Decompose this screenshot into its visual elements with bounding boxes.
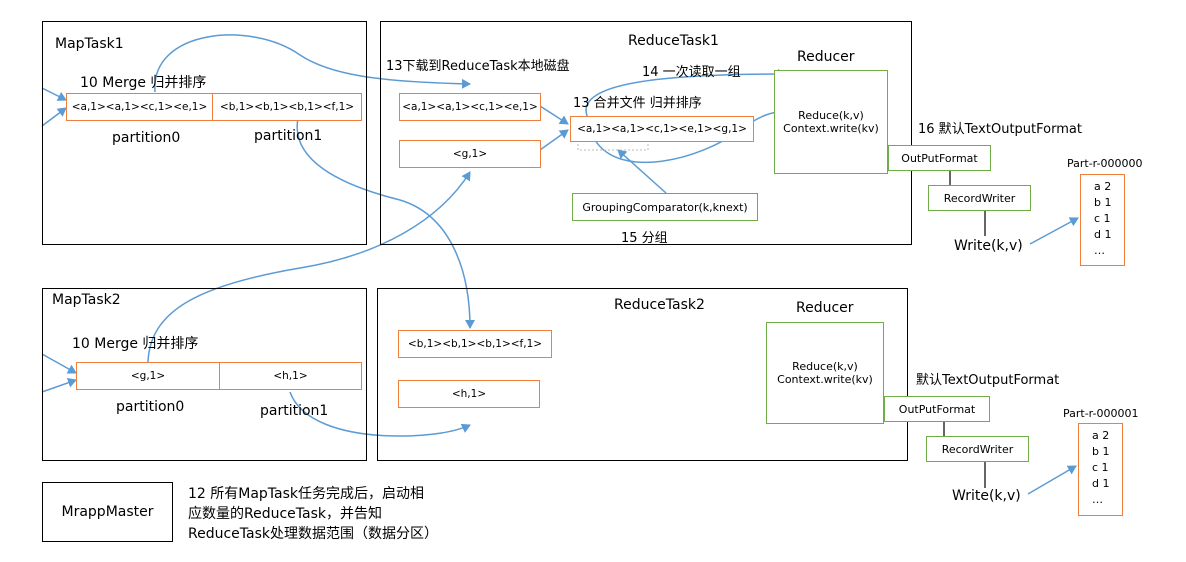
mrappmaster-note: 12 所有MapTask任务完成后，启动相 应数量的ReduceTask，并告知…	[188, 484, 438, 544]
output2-line: …	[1092, 493, 1103, 506]
arrow-write-to-file2	[1027, 465, 1077, 495]
maptask2-partition1-cell: <h,1>	[219, 362, 362, 390]
mrappmaster-note-line2: 应数量的ReduceTask，并告知	[188, 506, 382, 522]
maptask1-title: MapTask1	[55, 36, 124, 52]
arrow-write-to-file1	[1029, 217, 1079, 245]
output1-write-label: Write(k,v)	[954, 238, 1023, 254]
maptask2-partition0-label: partition0	[116, 399, 185, 415]
reducetask2-reduce-line1: Reduce(k,v)	[792, 360, 858, 373]
maptask2-title: MapTask2	[52, 292, 121, 308]
arrow-left-in-4	[41, 377, 77, 393]
reducetask1-download-label: 13下载到ReduceTask本地磁盘	[386, 59, 570, 74]
maptask1-partition0-cell: <a,1><a,1><c,1><e,1>	[66, 93, 213, 121]
reducetask2-reducer-title: Reducer	[796, 300, 854, 316]
arrow-a-to-merged	[539, 105, 569, 125]
output2-line: d 1	[1092, 477, 1110, 490]
arrow-left-in-2	[41, 107, 67, 127]
maptask2-merge-label: 10 Merge 归并排序	[72, 336, 199, 352]
maptask1-merge-label: 10 Merge 归并排序	[80, 75, 207, 91]
output1-outputformat-box: OutPutFormat	[888, 145, 991, 171]
reducetask1-read-label: 14 一次读取一组	[642, 65, 741, 80]
arrow-p1-mt1-to-rt2	[296, 117, 475, 329]
maptask2-partition0-cell: <g,1>	[76, 362, 220, 390]
output2-write-label: Write(k,v)	[952, 488, 1021, 504]
reducetask1-reducer-box: Reduce(k,v) Context.write(kv)	[774, 70, 888, 174]
maptask1-partition0-label: partition0	[112, 130, 181, 146]
reducetask1-merge-label: 13 合并文件 归并排序	[573, 96, 702, 111]
reducetask1-grouping-comparator: GroupingComparator(k,knext)	[572, 193, 758, 221]
maptask2-partition1-label: partition1	[260, 403, 329, 419]
output2-file-title: Part-r-000001	[1063, 407, 1139, 420]
mrappmaster-box: MrappMaster	[42, 482, 173, 542]
output2-recordwriter-box: RecordWriter	[926, 436, 1029, 462]
output1-line: d 1	[1094, 228, 1112, 241]
reducetask2-box	[377, 288, 908, 461]
arrow-left-in-3	[41, 353, 77, 374]
output1-format-label: 16 默认TextOutputFormat	[918, 122, 1082, 137]
reducetask1-reduce-line2: Context.write(kv)	[783, 122, 879, 135]
reducetask2-box-h: <h,1>	[398, 380, 540, 408]
arrow-p0-mt2-to-rt1	[147, 171, 471, 363]
output1-recordwriter-box: RecordWriter	[928, 185, 1031, 211]
reducetask1-reducer-title: Reducer	[797, 49, 855, 65]
arrow-g-to-merged	[539, 129, 569, 151]
arrow-grouping-up	[617, 149, 667, 194]
arrow-p1-mt2-to-rt2	[289, 391, 471, 437]
maptask2-box	[42, 288, 367, 461]
output1-line: a 2	[1094, 180, 1112, 193]
reducetask1-reduce-line1: Reduce(k,v)	[798, 109, 864, 122]
mrappmaster-note-line1: 12 所有MapTask任务完成后，启动相	[188, 486, 425, 502]
reducetask2-title: ReduceTask2	[614, 297, 705, 313]
maptask1-partition1-cell: <b,1><b,1><b,1><f,1>	[212, 93, 362, 121]
output1-line: b 1	[1094, 196, 1112, 209]
output1-line: c 1	[1094, 212, 1111, 225]
reducetask1-merged-box: <a,1><a,1><c,1><e,1><g,1>	[570, 116, 754, 142]
reducetask1-box	[380, 21, 912, 245]
output2-line: b 1	[1092, 445, 1110, 458]
output2-outputformat-box: OutPutFormat	[884, 396, 990, 422]
output1-line: …	[1094, 244, 1105, 257]
reducetask1-group-label: 15 分组	[621, 231, 668, 246]
output2-line: a 2	[1092, 429, 1110, 442]
reducetask1-box-a: <a,1><a,1><c,1><e,1>	[399, 93, 541, 121]
output2-format-label: 默认TextOutputFormat	[916, 373, 1060, 388]
arrow-p0-mt1-to-rt1	[154, 34, 471, 93]
reducetask1-box-g: <g,1>	[399, 140, 541, 168]
output1-part-file: a 2 b 1 c 1 d 1 …	[1080, 174, 1125, 266]
output2-line: c 1	[1092, 461, 1109, 474]
arrow-read-group	[585, 69, 787, 119]
reducetask2-reduce-line2: Context.write(kv)	[777, 373, 873, 386]
reducetask2-box-b: <b,1><b,1><b,1><f,1>	[398, 330, 552, 358]
reducetask2-reducer-box: Reduce(k,v) Context.write(kv)	[766, 322, 884, 424]
arrow-left-in-1	[41, 87, 67, 101]
output2-part-file: a 2 b 1 c 1 d 1 …	[1078, 423, 1123, 516]
maptask1-box	[42, 21, 367, 245]
maptask1-partition1-label: partition1	[254, 128, 323, 144]
output1-file-title: Part-r-000000	[1067, 157, 1143, 170]
mrappmaster-note-line3: ReduceTask处理数据范围（数据分区）	[188, 526, 438, 542]
reducetask1-title: ReduceTask1	[628, 33, 719, 49]
